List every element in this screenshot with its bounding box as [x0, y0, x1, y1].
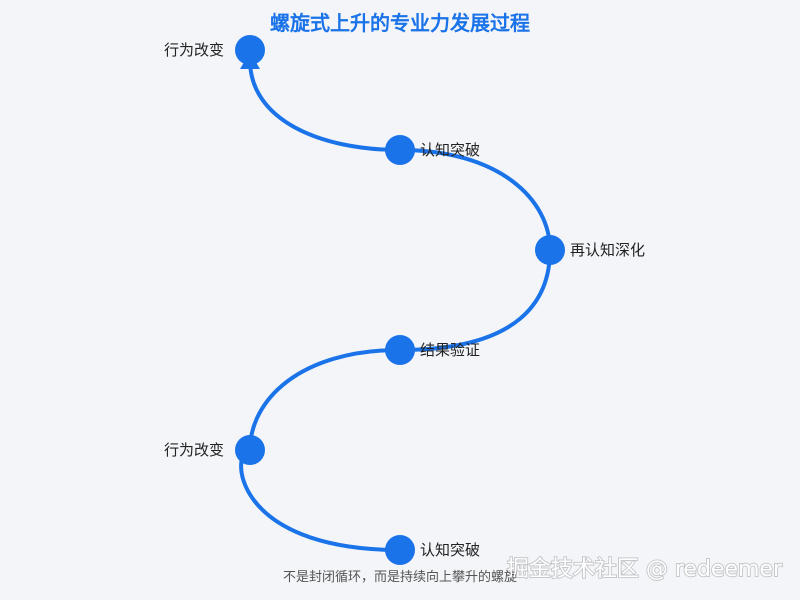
spiral-path — [239, 58, 553, 552]
stage-node-behavior-change-bottom — [235, 435, 265, 465]
stage-node-result-verification — [385, 335, 415, 365]
watermark: 掘金技术社区 @ redeemer — [507, 557, 783, 582]
stage-node-cognitive-breakthrough-bottom — [385, 535, 415, 565]
stage-node-recognition-deepening — [535, 235, 565, 265]
nodes-layer: 行为改变 认知突破 再认知深化 结果验证 行为改变 认知突破 — [164, 35, 645, 565]
stage-label-cognitive-breakthrough-bottom: 认知突破 — [420, 541, 480, 559]
diagram-title: 螺旋式上升的专业力发展过程 — [270, 11, 530, 35]
diagram-caption: 不是封闭循环，而是持续向上攀升的螺旋 — [283, 569, 517, 585]
stage-node-behavior-change-top — [235, 35, 265, 65]
stage-label-recognition-deepening: 再认知深化 — [570, 241, 645, 259]
stage-label-cognitive-breakthrough-upper: 认知突破 — [420, 141, 480, 159]
stage-label-behavior-change-top: 行为改变 — [164, 41, 224, 59]
stage-label-result-verification: 结果验证 — [420, 341, 480, 359]
stage-node-cognitive-breakthrough-upper — [385, 135, 415, 165]
stage-label-behavior-change-bottom: 行为改变 — [164, 441, 224, 459]
